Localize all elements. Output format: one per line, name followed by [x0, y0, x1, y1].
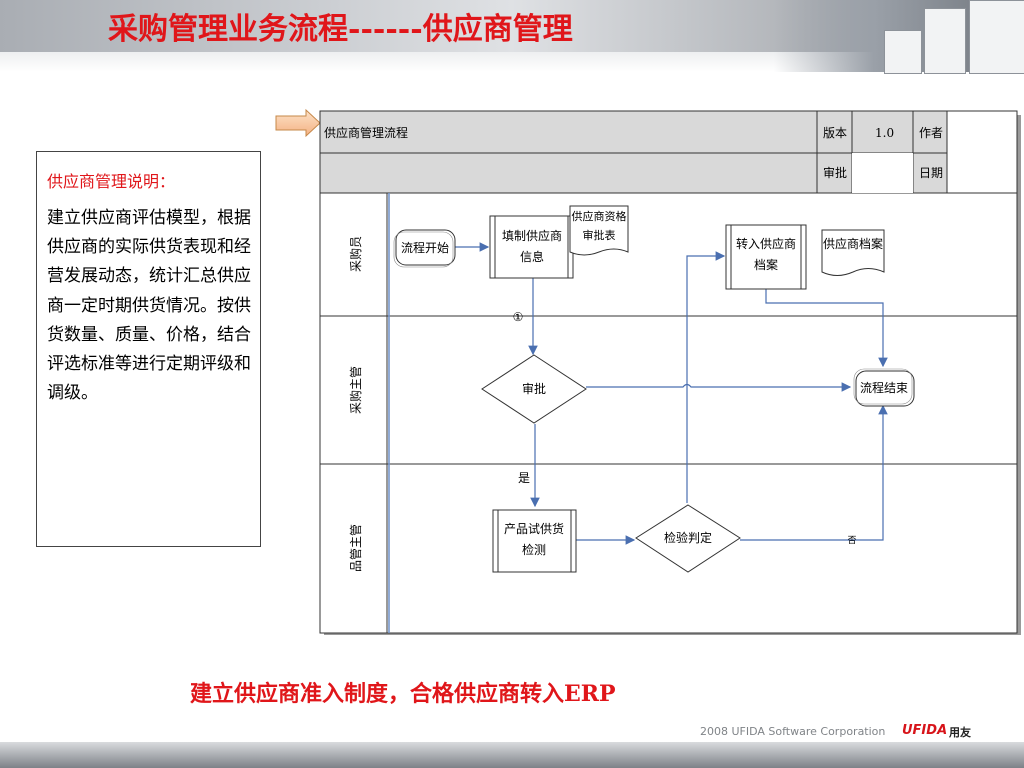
connector — [586, 382, 852, 392]
transfer-archive-line2: 档案 — [754, 257, 778, 272]
header-cell-border — [946, 110, 1018, 194]
building-block — [884, 30, 922, 74]
building-block — [969, 0, 1024, 74]
approve-decision — [481, 354, 587, 424]
end-node-shadow — [853, 368, 913, 405]
note-box: 供应商管理说明： 建立供应商评估模型，根据供应商的实际供货表现和经营发展动态，统… — [36, 151, 261, 547]
trial-supply-line1: 产品试供货 — [504, 521, 564, 536]
lane-label-buyer: 采购员 — [348, 236, 363, 272]
supplier-archive-doc — [821, 229, 885, 276]
header-blank-cell — [852, 153, 913, 193]
conclusion-text: 建立供应商准入制度，合格供应商转入ERP — [190, 681, 616, 707]
building-graphic — [774, 0, 1024, 74]
trial-supply-node — [492, 509, 577, 573]
note-body: 建立供应商评估模型，根据供应商的实际供货表现和经营发展动态，统计汇总供应商一定时… — [47, 208, 251, 404]
lane-label-quality-manager: 品管主管 — [348, 524, 363, 572]
footer-band — [0, 742, 1024, 768]
ufida-logo: UFIDA — [902, 723, 948, 738]
fill-supplier-info-line1: 填制供应商 — [502, 228, 562, 243]
qualification-form-line1: 供应商资格 — [572, 209, 627, 223]
end-label: 流程结束 — [860, 380, 908, 395]
transfer-archive-line1: 转入供应商 — [736, 236, 796, 251]
approve-label-node: 审批 — [522, 381, 546, 396]
lane-label-purchase-manager: 采购主管 — [348, 366, 363, 414]
version-label: 版本 — [823, 126, 847, 140]
note-heading: 供应商管理说明： — [47, 172, 176, 191]
no-label: 否 — [847, 535, 856, 546]
building-block — [924, 8, 966, 74]
version-value: 1.0 — [875, 126, 894, 140]
approve-label: 审批 — [823, 165, 847, 180]
fill-supplier-info-node — [489, 215, 574, 279]
connector — [765, 289, 888, 368]
connector — [740, 404, 888, 541]
trial-supply-line2: 检测 — [522, 542, 546, 557]
pointer-arrow-icon — [275, 108, 321, 138]
author-label: 作者 — [919, 126, 943, 140]
start-node-shadow — [393, 231, 454, 268]
inspection-decision — [635, 504, 741, 573]
supplier-archive-label: 供应商档案 — [823, 236, 883, 251]
step-marker: ① — [513, 310, 524, 324]
qualification-form-line2: 审批表 — [583, 228, 616, 242]
end-node — [855, 370, 915, 407]
start-node — [395, 229, 456, 266]
process-name: 供应商管理流程 — [324, 125, 408, 140]
ufida-logo-cn: 用友 — [949, 726, 971, 739]
header-row-1 — [319, 110, 1018, 154]
flowchart: 供应商管理流程 版本 1.0 作者 审批 日期 采购员 采购主管 品管主管 流程… — [275, 108, 1021, 635]
fill-supplier-info-line2: 信息 — [520, 249, 544, 264]
qualification-form-doc — [569, 205, 629, 256]
header-blank-cell — [947, 111, 1017, 193]
transfer-archive-node — [725, 224, 807, 290]
yes-label: 是 — [518, 471, 530, 485]
date-label: 日期 — [919, 166, 943, 180]
connector — [686, 251, 726, 503]
footer-copyright: 2008 UFIDA Software Corporation — [700, 725, 886, 738]
slide-title: 采购管理业务流程------供应商管理 — [108, 12, 573, 47]
inspection-label: 检验判定 — [664, 530, 712, 545]
start-label: 流程开始 — [401, 240, 449, 255]
